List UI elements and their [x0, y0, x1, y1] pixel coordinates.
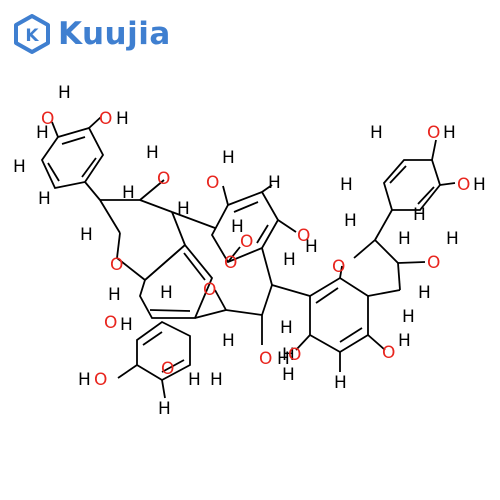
atom-h: H	[222, 148, 235, 168]
atom-o: O	[427, 253, 440, 273]
kuujia-hexagon-icon: K	[14, 14, 50, 54]
atom-h: H	[108, 285, 121, 305]
atom-h: H	[231, 217, 244, 237]
atom-o: O	[94, 370, 107, 390]
atom-o: O	[203, 280, 216, 300]
atom-labels: O H O H H H H H O H H O H H O H O H O O …	[13, 83, 486, 419]
atom-o: O	[110, 255, 123, 275]
atom-o: O	[288, 345, 301, 365]
atom-h: H	[402, 307, 415, 327]
atom-oh: O	[99, 109, 112, 129]
atom-h: H	[146, 143, 159, 163]
atom-o: O	[157, 169, 170, 189]
atom-h: H	[268, 173, 281, 193]
atom-h: H	[116, 109, 129, 129]
atom-h: H	[473, 175, 486, 195]
atom-o: O	[259, 349, 272, 369]
atom-h: H	[122, 183, 135, 203]
atom-o: O	[427, 123, 440, 143]
atom-h: H	[58, 83, 71, 103]
atom-h: H	[398, 331, 411, 351]
atom-h: H	[443, 123, 456, 143]
atom-h: H	[188, 370, 201, 390]
atom-o: O	[161, 359, 174, 379]
atom-h: H	[398, 229, 411, 249]
atom-o: O	[104, 313, 117, 333]
atom-o: O	[41, 109, 54, 129]
atom-o: O	[297, 226, 310, 246]
atom-h: H	[78, 370, 91, 390]
atom-o: O	[382, 343, 395, 363]
logo-mark: K	[25, 26, 39, 46]
atom-h: H	[305, 237, 318, 257]
atom-o: O	[332, 257, 345, 277]
atom-h: H	[282, 345, 295, 365]
atom-h: H	[158, 399, 171, 419]
atom-h: H	[80, 225, 93, 245]
atom-h: H	[277, 349, 290, 369]
atom-h: H	[177, 199, 190, 219]
kuujia-logo[interactable]: K Kuujia	[12, 12, 171, 56]
atom-o: O	[206, 173, 219, 193]
logo-text: Kuujia	[58, 16, 171, 52]
atom-h: H	[418, 283, 431, 303]
atom-h: H	[120, 315, 133, 335]
atom-h: H	[283, 250, 296, 270]
atom-h: H	[38, 189, 51, 209]
atom-h: H	[280, 318, 293, 338]
atom-h: H	[222, 331, 235, 351]
atom-h: H	[340, 175, 353, 195]
bonds	[40, 116, 456, 399]
atom-o: O	[457, 175, 470, 195]
atom-o: O	[240, 232, 253, 252]
atom-h: H	[282, 365, 295, 385]
atom-o: O	[224, 253, 237, 273]
atom-h: H	[370, 123, 383, 143]
atom-h: H	[13, 157, 26, 177]
atom-h: H	[334, 373, 347, 393]
atom-h: H	[160, 283, 173, 303]
atom-h: H	[36, 123, 49, 143]
atom-h: H	[413, 205, 426, 225]
atom-h: H	[446, 229, 459, 249]
atom-h: H	[210, 370, 223, 390]
atom-h: H	[344, 211, 357, 231]
